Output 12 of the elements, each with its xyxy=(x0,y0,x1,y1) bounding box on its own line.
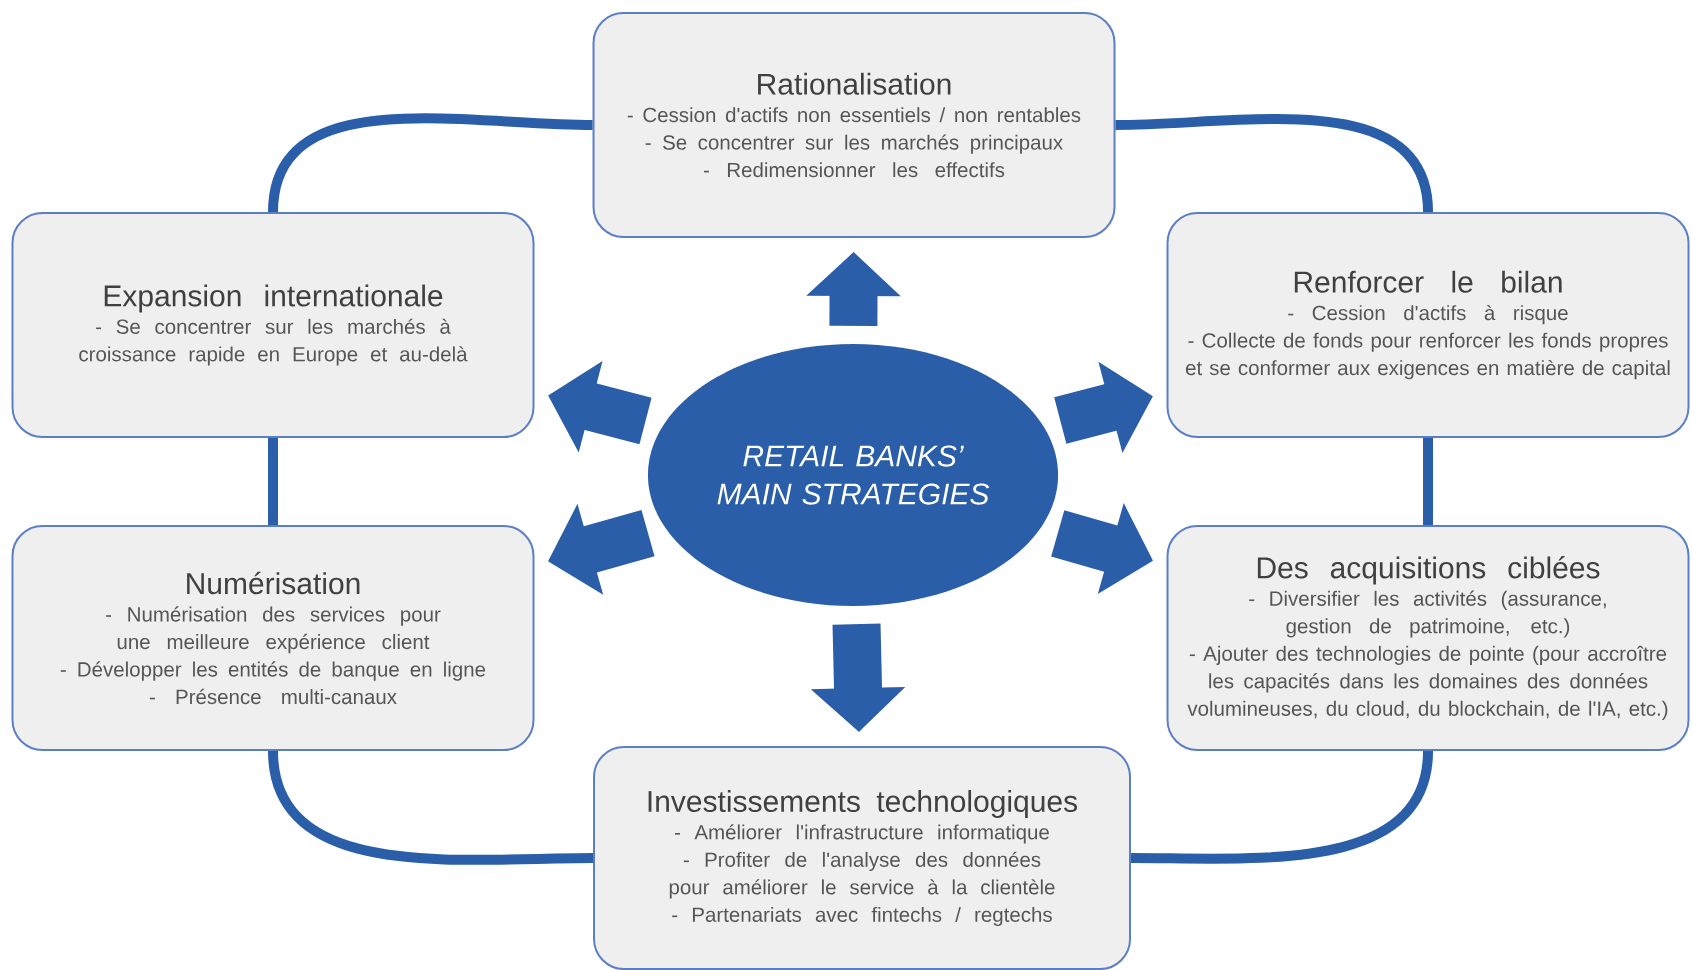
strategy-box: Renforcer le bilan - Cession d'actifs à risque - Collecte de fonds pour renforcer les fonds propres et se conformer aux exigences en matière de capital xyxy=(1166,212,1690,438)
connector-line xyxy=(1423,438,1433,525)
connector-line xyxy=(1130,750,1433,864)
strategy-box: Investissements technologiques - Améliorer l'infrastructure informatique - Profiter de l'analyse des données pour améliorer le service à la clientèle - Partenariats avec fintechs / regtechs xyxy=(593,746,1131,970)
connector-line xyxy=(268,438,278,525)
connector-line xyxy=(1115,114,1433,213)
strategy-box: Expansion internationale - Se concentrer sur les marchés à croissance rapide en Europe et au-delà xyxy=(11,212,535,438)
connector-line xyxy=(268,113,593,213)
connector-line xyxy=(268,750,594,865)
strategy-box: Numérisation - Numérisation des services pour une meilleure expérience client - Développer les entités de banque en ligne - Présence multi-canaux xyxy=(11,525,535,751)
strategy-box: Rationalisation - Cession d'actifs non essentiels / non rentables - Se concentrer sur les marchés principaux - Redimensionner les effectifs xyxy=(592,12,1116,238)
strategy-box: Des acquisitions ciblées - Diversifier les activités (assurance, gestion de patrimoine, etc.) - Ajouter des technologies de pointe (pour accroître les capacités dans les domaines des données volumineuses, du cloud, du blockchain, de l'IA, etc.) xyxy=(1166,525,1690,751)
